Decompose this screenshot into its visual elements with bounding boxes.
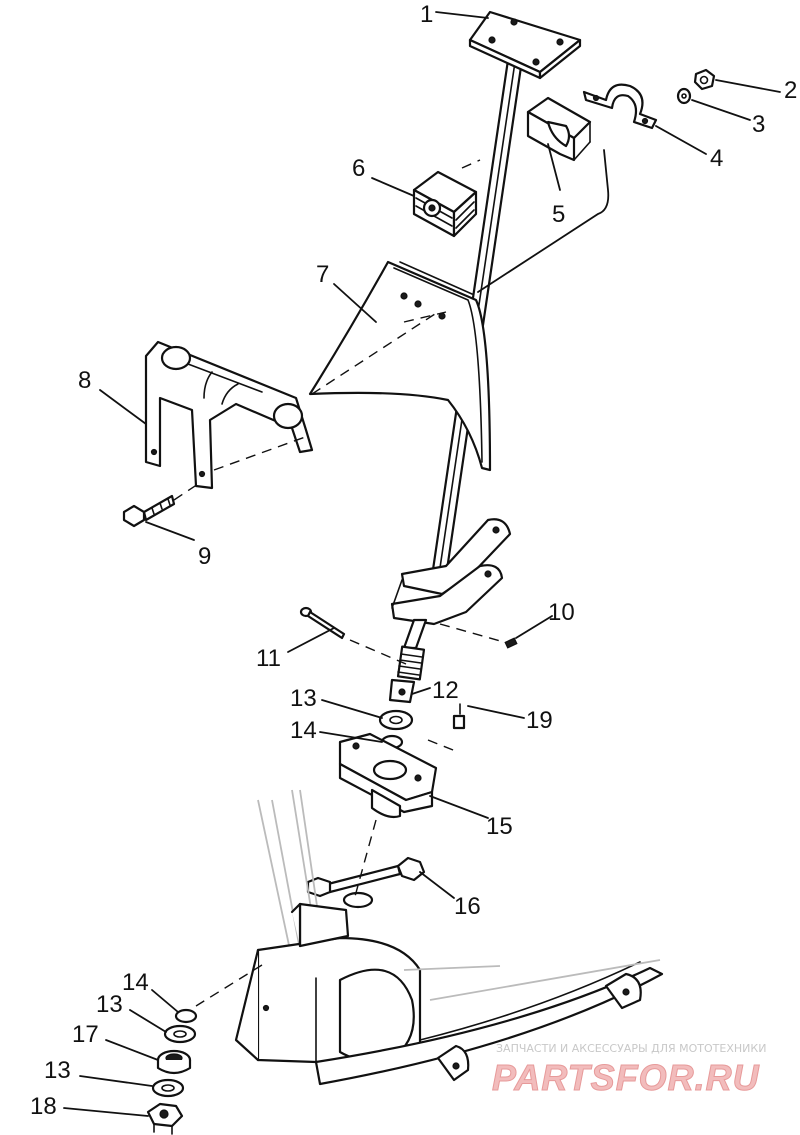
part-16-bolt xyxy=(306,856,426,898)
callout-11: 11 xyxy=(256,645,281,672)
callout-3: 3 xyxy=(752,111,765,138)
part-17-bearing xyxy=(156,1049,192,1075)
callouts: 1 2 3 4 5 6 7 8 9 10 11 12 13 14 15 16 1… xyxy=(30,1,797,1120)
callout-15: 15 xyxy=(486,813,513,840)
part-9-bolt xyxy=(122,494,176,528)
part-13-washer-upper xyxy=(378,709,414,731)
callout-2: 2 xyxy=(784,77,797,104)
part-11-pin xyxy=(299,606,346,640)
watermark-tagline: ЗАПЧАСТИ И АКСЕССУАРЫ ДЛЯ МОТОТЕХНИКИ xyxy=(496,1042,766,1055)
callout-10: 10 xyxy=(548,599,575,626)
callout-12: 12 xyxy=(432,677,459,704)
steering-arm-plates xyxy=(390,518,512,626)
callout-5: 5 xyxy=(552,201,565,228)
part-14-bushing-lower xyxy=(174,1008,198,1024)
watermark: ЗАПЧАСТИ И АКСЕССУАРЫ ДЛЯ МОТОТЕХНИКИ PA… xyxy=(492,1042,767,1099)
steering-support-bracket xyxy=(308,260,492,472)
part-18-castle-nut xyxy=(146,1102,184,1135)
callout-13-lower-2: 13 xyxy=(44,1057,71,1084)
ski-runner xyxy=(314,959,664,1086)
callout-16: 16 xyxy=(454,893,481,920)
callout-7: 7 xyxy=(316,261,329,288)
callout-8: 8 xyxy=(78,367,91,394)
lower-shaft-ujoint xyxy=(388,618,428,704)
callout-13-upper: 13 xyxy=(290,685,317,712)
part-2-nut xyxy=(693,68,716,91)
front-frame-housing xyxy=(234,891,422,1064)
callout-14-upper: 14 xyxy=(290,717,317,744)
assembly-dashed-lines xyxy=(173,159,505,1007)
part-3-washer xyxy=(676,87,692,105)
callout-19: 19 xyxy=(526,707,553,734)
part-10-pin xyxy=(504,637,518,649)
callout-1: 1 xyxy=(420,1,433,28)
callout-6: 6 xyxy=(352,155,365,182)
part-15-steering-block xyxy=(338,732,438,819)
part-6-rubber-block xyxy=(412,170,478,238)
part-4-u-clamp xyxy=(582,83,658,130)
callout-9: 9 xyxy=(198,543,211,570)
callout-17: 17 xyxy=(72,1021,99,1048)
watermark-logo: PARTSFOR.RU xyxy=(492,1057,760,1098)
callout-14-lower: 14 xyxy=(122,969,149,996)
callout-13-lower-1: 13 xyxy=(96,991,123,1018)
part-13-washer-lower-2 xyxy=(151,1078,185,1098)
leader-lines xyxy=(63,11,781,1117)
part-8-support-frame xyxy=(144,340,314,490)
part-19-screw xyxy=(452,703,466,730)
callout-18: 18 xyxy=(30,1093,57,1120)
part-1-mount-plate xyxy=(468,10,582,80)
part-13-washer-lower-1 xyxy=(163,1024,197,1044)
part-5-bushing xyxy=(526,96,592,162)
callout-4: 4 xyxy=(710,145,723,172)
